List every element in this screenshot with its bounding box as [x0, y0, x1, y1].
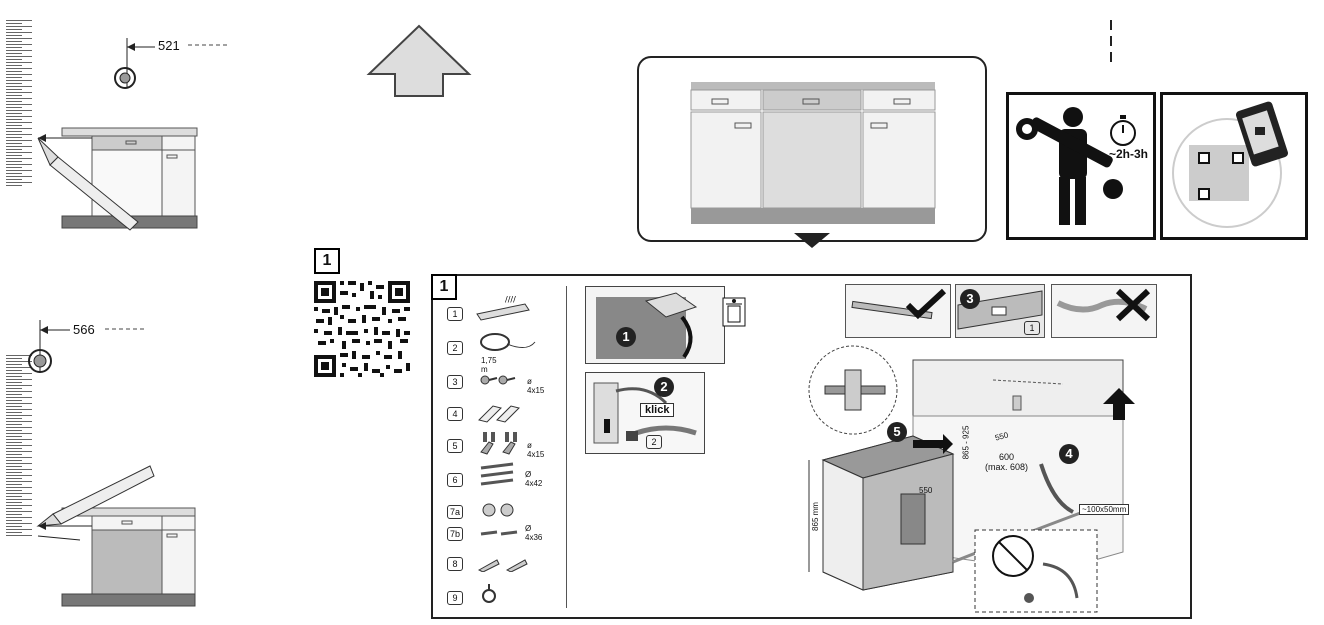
dimension-865-925: 865 - 925	[961, 425, 971, 460]
klick-label: klick	[640, 403, 675, 417]
part-label: ø 4x15	[527, 377, 545, 395]
down-pointer-icon	[794, 233, 830, 248]
checkmark-icon	[851, 288, 947, 320]
measurement-566: 566	[73, 322, 95, 337]
step-3-box: 3 1	[955, 284, 1045, 338]
dimension-100x50mm: ~100x50mm	[1079, 504, 1130, 515]
parts-divider	[566, 286, 567, 608]
step-1-box: 1	[585, 286, 725, 364]
hose-coil-icon	[480, 333, 536, 351]
long-screws-icon	[480, 462, 514, 486]
panel-number-badge: 1	[431, 274, 457, 300]
step-3-sub-part: 1	[1024, 321, 1040, 335]
pencil-marking-diagram-bottom	[28, 320, 196, 607]
installation-steps-panel: 1 1 //// 2 1,75 m 3 ø 4x15 4 5 ø 4x15 6	[431, 274, 1192, 619]
part-label: 1,75 m	[481, 356, 497, 374]
part-number: 9	[447, 591, 463, 605]
incorrect-mount-box	[1051, 284, 1157, 338]
svg-text:////: ////	[505, 295, 516, 304]
part-label: Ø 4x36	[525, 524, 543, 542]
dimension-550-side: 550	[919, 486, 933, 495]
timer-text: ~2h-3h	[1109, 147, 1149, 161]
hose-clip-icon	[482, 584, 496, 603]
part-number: 2	[447, 341, 463, 355]
video-qr-box	[1160, 92, 1308, 240]
measuring-scale-bottom	[6, 355, 32, 538]
trash-bin-icon	[722, 297, 746, 327]
step-1-marker: 1	[616, 327, 636, 347]
pads-icon	[478, 405, 520, 423]
phone-video-icon	[1172, 101, 1288, 228]
protection-foil-illustration	[596, 292, 698, 359]
pencil-marking-diagram-top	[37, 38, 198, 231]
part-number: 7b	[447, 527, 463, 541]
measuring-scale-top	[6, 20, 32, 188]
part-label: ø 4x15	[527, 441, 545, 459]
dimension-600: 600	[999, 452, 1015, 462]
part-number: 8	[447, 557, 463, 571]
step-2-marker: 2	[654, 377, 674, 397]
cap-icon	[482, 503, 514, 517]
section-number-badge: 1	[314, 248, 340, 274]
connection-illustration	[593, 382, 697, 444]
step-2-sub-part: 2	[646, 435, 662, 449]
part-number: 5	[447, 439, 463, 453]
part-number: 1	[447, 307, 463, 321]
cross-icon	[1056, 288, 1151, 322]
foil-install-illustration	[957, 290, 1043, 330]
part-number: 7a	[447, 505, 463, 519]
part-number: 6	[447, 473, 463, 487]
dash-mark	[1110, 20, 1112, 64]
screw-icon	[480, 375, 516, 385]
angle-bracket-icon	[477, 559, 528, 572]
qr-code-image[interactable]	[312, 279, 412, 379]
foil-strip-icon: ////	[476, 295, 530, 321]
part-number: 4	[447, 407, 463, 421]
bracket-screw-icon	[480, 432, 517, 455]
dishwasher-installation-illustration	[808, 345, 1135, 613]
installation-time-box: ~2h-3h	[1006, 92, 1156, 240]
part-label: Ø 4x42	[525, 470, 543, 488]
step-3-marker: 3	[960, 289, 980, 309]
kitchen-cabinet-bubble	[637, 56, 987, 242]
dashed-line-bottom	[105, 328, 145, 330]
correct-mount-box	[845, 284, 951, 338]
dimension-max-608: (max. 608)	[985, 462, 1029, 472]
part-number: 3	[447, 375, 463, 389]
dashed-line-top	[188, 44, 228, 46]
short-screws-icon	[480, 530, 518, 536]
step-4-marker: 4	[1059, 444, 1079, 464]
up-arrow-icon	[366, 24, 472, 97]
measurement-521: 521	[158, 38, 180, 53]
step-2-box: 2 klick 2	[585, 372, 705, 454]
step-5-marker: 5	[887, 422, 907, 442]
wrench-person-icon	[1016, 107, 1136, 225]
dimension-865mm: 865 mm	[810, 502, 820, 531]
